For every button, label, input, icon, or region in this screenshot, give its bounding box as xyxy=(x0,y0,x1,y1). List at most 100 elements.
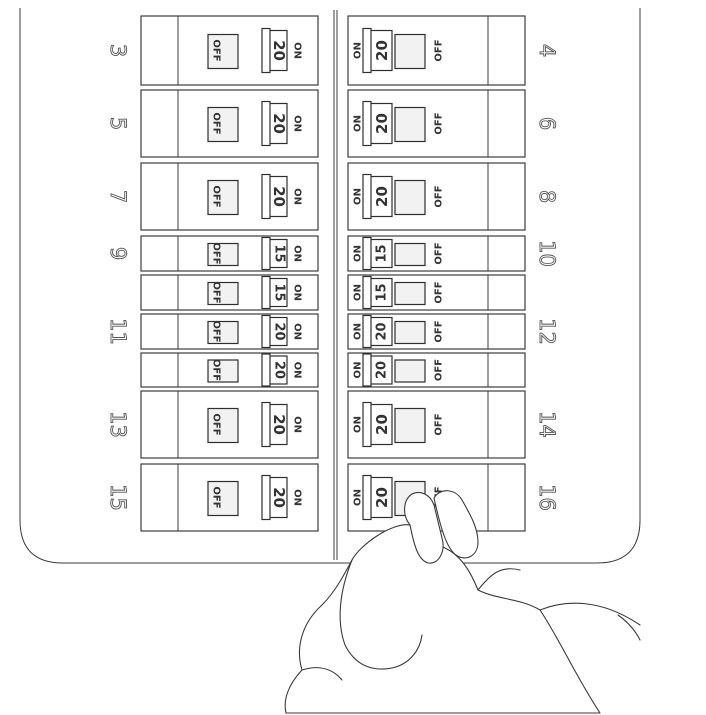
toggle-lever[interactable] xyxy=(394,359,426,383)
amp-rating: 20 xyxy=(373,186,391,207)
off-label: OFF xyxy=(211,185,222,207)
off-label: OFF xyxy=(211,112,222,134)
on-label: ON xyxy=(353,416,364,433)
amp-rating: 20 xyxy=(270,487,288,508)
toggle-lever[interactable] xyxy=(394,33,426,70)
toggle-handle[interactable] xyxy=(367,316,393,347)
toggle-cap-edge xyxy=(261,401,271,448)
on-label: ON xyxy=(353,323,364,340)
toggle-lever[interactable] xyxy=(207,281,239,306)
toggle-handle[interactable] xyxy=(367,355,393,385)
toggle-cap-edge xyxy=(261,27,271,74)
on-label: ON xyxy=(292,362,303,379)
toggle-lever[interactable] xyxy=(207,320,239,345)
circuit-number: 6 xyxy=(535,117,559,130)
off-label: OFF xyxy=(211,359,222,381)
toggle-lever[interactable] xyxy=(394,106,426,143)
off-label: OFF xyxy=(211,320,222,342)
off-label: OFF xyxy=(211,242,222,264)
toggle-cap-edge xyxy=(261,100,271,147)
on-label: ON xyxy=(353,115,364,132)
off-label: OFF xyxy=(211,486,222,508)
circuit-number: 9 xyxy=(106,247,130,260)
amp-rating: 20 xyxy=(375,322,390,340)
breaker-right-4[interactable]: 10 15 ON OFF xyxy=(347,235,559,272)
toggle-lever[interactable] xyxy=(394,179,426,216)
breaker-left-5[interactable]: 15 ON OFF xyxy=(140,274,319,311)
amp-rating: 20 xyxy=(375,361,390,379)
circuit-number: 8 xyxy=(535,190,559,203)
panel-frame xyxy=(19,8,641,564)
on-label: ON xyxy=(292,489,303,506)
amp-rating: 20 xyxy=(270,40,288,61)
on-label: ON xyxy=(292,323,303,340)
toggle-handle[interactable] xyxy=(367,476,393,519)
on-label: ON xyxy=(353,489,364,506)
off-label: OFF xyxy=(434,281,445,303)
on-label: ON xyxy=(292,42,303,59)
circuit-number: 7 xyxy=(106,190,130,203)
toggle-lever[interactable] xyxy=(207,106,239,143)
circuit-number: 4 xyxy=(535,44,559,57)
off-label: OFF xyxy=(434,242,445,264)
off-label: OFF xyxy=(211,281,222,303)
amp-rating: 20 xyxy=(272,322,287,340)
toggle-lever[interactable] xyxy=(207,242,239,267)
on-label: ON xyxy=(292,284,303,301)
toggle-cap-edge xyxy=(362,100,372,147)
toggle-lever[interactable] xyxy=(207,359,239,383)
circuit-number: 12 xyxy=(535,318,559,345)
toggle-cap-edge xyxy=(362,275,372,310)
amp-rating: 15 xyxy=(375,283,390,301)
toggle-cap-edge xyxy=(261,314,271,349)
toggle-lever[interactable] xyxy=(207,407,239,444)
on-label: ON xyxy=(353,284,364,301)
toggle-cap-edge xyxy=(261,474,271,521)
amp-rating: 15 xyxy=(375,244,390,262)
circuit-number: 13 xyxy=(106,411,130,438)
toggle-lever[interactable] xyxy=(207,179,239,216)
amp-rating: 20 xyxy=(373,40,391,61)
toggle-lever[interactable] xyxy=(394,281,426,306)
off-label: OFF xyxy=(434,185,445,207)
circuit-number: 10 xyxy=(535,240,559,267)
on-label: ON xyxy=(292,188,303,205)
amp-rating: 15 xyxy=(272,283,287,301)
toggle-handle[interactable] xyxy=(367,277,393,308)
amp-rating: 20 xyxy=(373,487,391,508)
toggle-lever[interactable] xyxy=(207,33,239,70)
toggle-lever[interactable] xyxy=(394,320,426,345)
off-label: OFF xyxy=(434,39,445,61)
on-label: ON xyxy=(353,245,364,262)
circuit-number: 16 xyxy=(535,484,559,511)
toggle-handle[interactable] xyxy=(367,238,393,269)
circuit-number: 3 xyxy=(106,44,130,57)
toggle-handle[interactable] xyxy=(367,175,393,218)
toggle-cap-edge xyxy=(362,236,372,271)
amp-rating: 20 xyxy=(373,414,391,435)
toggle-handle[interactable] xyxy=(367,29,393,72)
hand-illustration xyxy=(284,490,641,714)
toggle-lever[interactable] xyxy=(207,480,239,517)
toggle-lever[interactable] xyxy=(394,242,426,267)
breaker-right-5[interactable]: 15 ON OFF xyxy=(347,274,526,311)
circuit-number: 5 xyxy=(106,117,130,130)
off-label: OFF xyxy=(434,359,445,381)
toggle-cap-edge xyxy=(261,353,271,387)
toggle-lever[interactable] xyxy=(394,407,426,444)
